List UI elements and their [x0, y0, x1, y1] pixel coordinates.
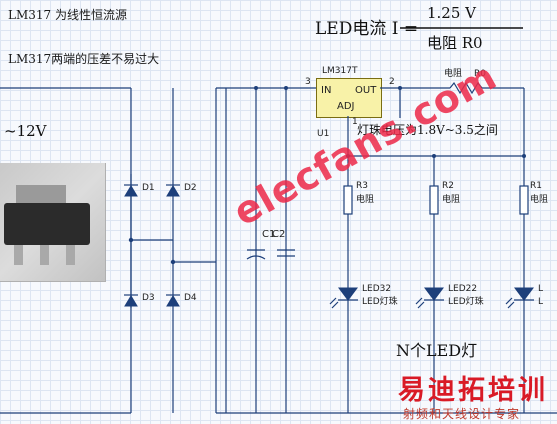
led-voltage-note: 灯珠电压为1.8V~3.5之间 — [357, 123, 498, 137]
note-linear-source: LM317 为线性恒流源 — [8, 8, 127, 22]
resistor-r3-symbol — [343, 185, 353, 215]
resistor-r2-symbol — [429, 185, 439, 215]
r0-ref: R0 — [474, 69, 486, 79]
led-22-symbol — [424, 287, 444, 301]
resistor-r1-label: 电阻 — [530, 195, 549, 205]
led-l-symbol — [514, 287, 534, 301]
lm317-regulator-body — [316, 78, 382, 118]
led-22-ray-2 — [417, 301, 425, 309]
package-lead-1 — [14, 245, 23, 265]
brand-name: 易迪拓培训 — [398, 375, 548, 406]
junction-c1-top — [254, 86, 258, 90]
led-32-ray-2 — [331, 301, 339, 309]
led-l-ray-2 — [507, 301, 515, 309]
led-22-label: LED灯珠 — [448, 297, 484, 307]
formula-lhs: LED电流 I = — [315, 19, 419, 39]
diode-d4-symbol — [166, 295, 180, 307]
led-l-label: L — [538, 297, 544, 307]
junction-out — [398, 86, 402, 90]
led-l-ray-1 — [505, 297, 513, 305]
led-32-ray-1 — [329, 297, 337, 305]
diode-d3-label: D3 — [142, 293, 155, 303]
regulator-pin-out: OUT — [355, 85, 377, 96]
cap-c2-label: C2 — [272, 229, 286, 240]
led-22-ref: LED22 — [448, 284, 478, 294]
led-count-caption: N个LED灯 — [396, 341, 478, 360]
brand-tagline: 射频和天线设计专家 — [403, 407, 521, 421]
resistor-r1-ref: R1 — [530, 181, 542, 191]
resistor-r1-symbol — [519, 185, 529, 215]
package-lead-2 — [40, 245, 49, 265]
resistor-r3-label: 电阻 — [356, 195, 375, 205]
cap-c1-plate-bottom — [246, 255, 266, 260]
led-l-ref: L — [538, 284, 544, 294]
regulator-pin-3: 3 — [305, 77, 311, 87]
led-32-ref: LED32 — [362, 284, 392, 294]
regulator-pin-1: 1 — [352, 117, 358, 127]
regulator-pin-adj: ADJ — [337, 101, 355, 112]
package-drawing — [4, 185, 90, 265]
formula-denominator: 电阻 R0 — [427, 34, 483, 52]
regulator-ref: U1 — [317, 129, 330, 139]
resistor-r2-ref: R2 — [442, 181, 454, 191]
diode-d1-symbol — [124, 185, 138, 197]
cap-c1-label: C1 — [262, 229, 276, 240]
resistor-r0-symbol — [449, 81, 483, 95]
regulator-pin-2: 2 — [389, 77, 395, 87]
note-voltage-drop: LM317两端的压差不易过大 — [8, 52, 160, 66]
junction-c2-top — [284, 86, 288, 90]
formula-numerator: 1.25 V — [427, 4, 476, 22]
led-32-label: LED灯珠 — [362, 297, 398, 307]
package-body — [4, 203, 90, 245]
regulator-part-label: LM317T — [322, 66, 358, 76]
resistor-r2-label: 电阻 — [442, 195, 461, 205]
diode-d2-symbol — [166, 185, 180, 197]
junction-bridge-2 — [170, 259, 176, 265]
diode-d3-symbol — [124, 295, 138, 307]
package-lead-3 — [66, 245, 75, 265]
resistor-r3-ref: R3 — [356, 181, 368, 191]
lm317-package-photo — [0, 163, 106, 282]
r0-label: 电阻 — [444, 69, 463, 79]
supply-voltage-label: ~12V — [4, 122, 47, 140]
regulator-pin-in: IN — [321, 85, 332, 96]
junction-bridge-1 — [128, 237, 134, 243]
diode-d4-label: D4 — [184, 293, 197, 303]
led-22-ray-1 — [415, 297, 423, 305]
diode-d2-label: D2 — [184, 183, 197, 193]
led-32-symbol — [338, 287, 358, 301]
diode-d1-label: D1 — [142, 183, 155, 193]
